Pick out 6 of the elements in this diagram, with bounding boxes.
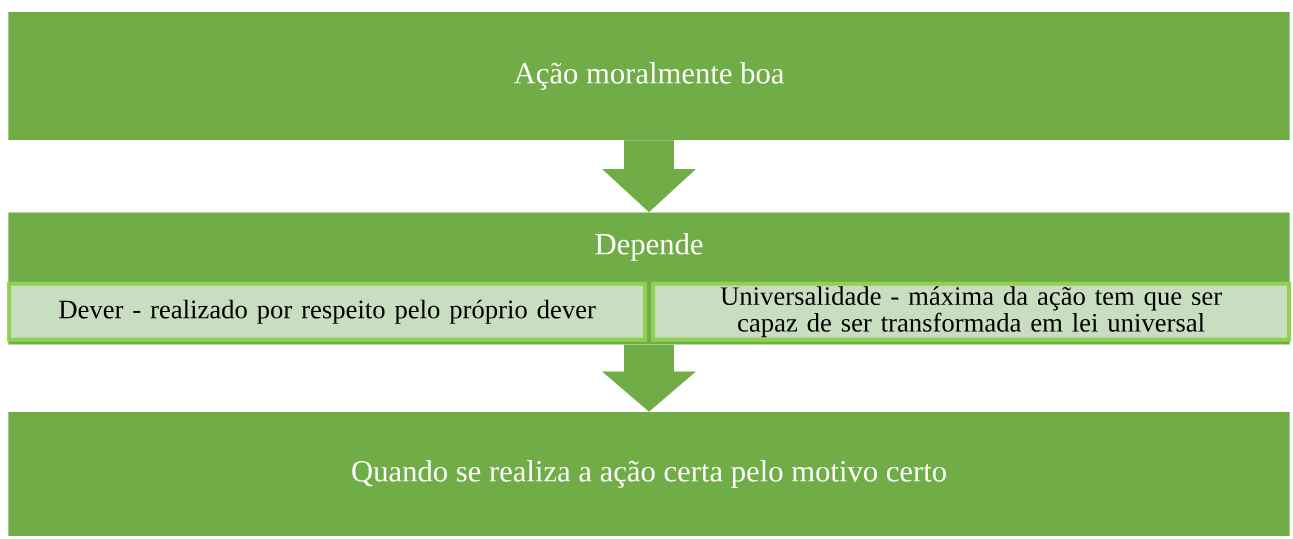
process-box: Quando se realiza a ação certa pelo motivo certo bbox=[8, 412, 1290, 536]
content-box: Dever - realizado por respeito pelo próprio dever bbox=[7, 281, 648, 342]
block-arrow bbox=[602, 344, 696, 412]
process-box: Ação moralmente boa bbox=[8, 12, 1290, 140]
content-box: Universalidade - máxima da ação tem que ser capaz de ser transformada em lei universal bbox=[651, 281, 1292, 342]
block-arrow bbox=[602, 140, 696, 213]
